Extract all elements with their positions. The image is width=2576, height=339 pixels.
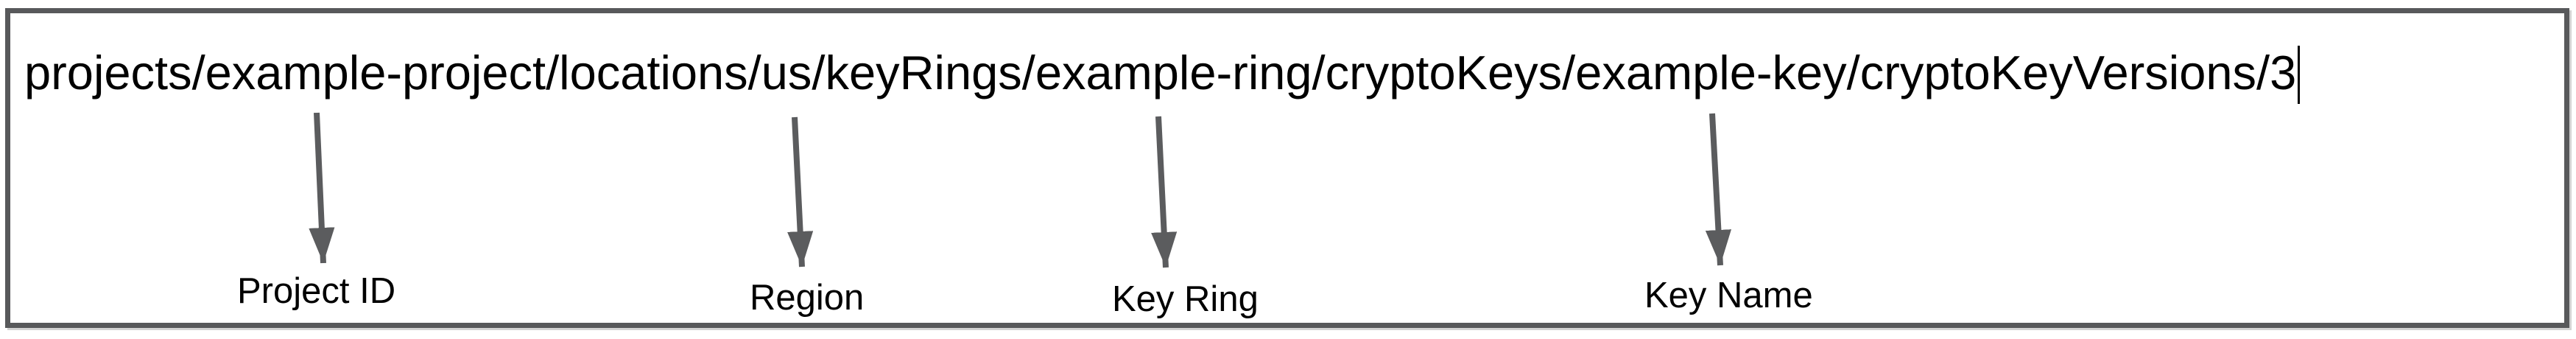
label-project-id: Project ID (237, 271, 396, 311)
resource-path-box (5, 8, 2569, 328)
resource-path-text: projects/example-project/locations/us/ke… (24, 46, 2297, 99)
label-key-ring: Key Ring (1112, 279, 1259, 319)
resource-path-field[interactable]: projects/example-project/locations/us/ke… (24, 46, 2301, 104)
text-cursor-caret (2298, 46, 2301, 104)
label-key-name: Key Name (1644, 276, 1813, 315)
label-region: Region (750, 278, 865, 318)
